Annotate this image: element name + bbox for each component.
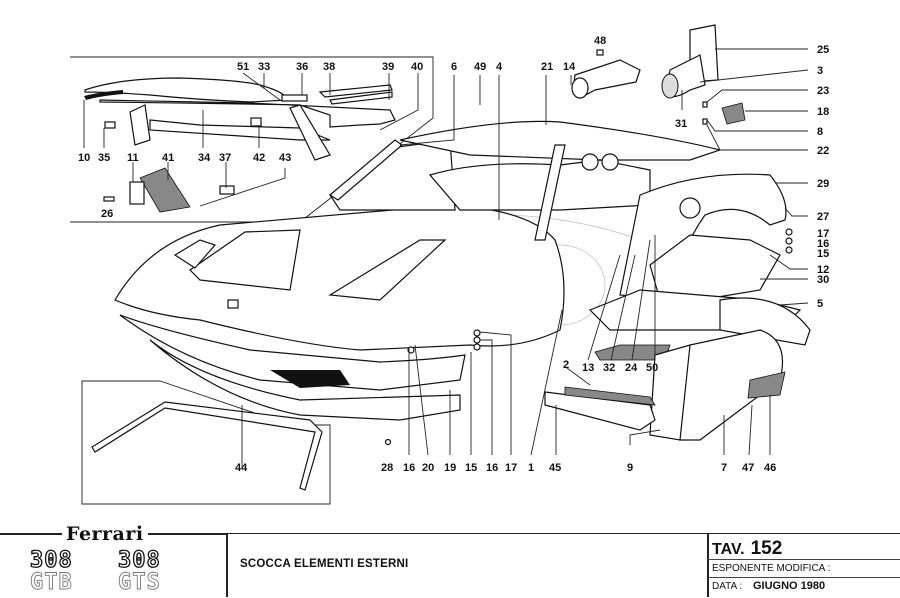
title-block: [0, 533, 900, 598]
divider: [708, 559, 900, 560]
roof-panel-parts: [84, 77, 396, 213]
callout: 51: [237, 61, 249, 73]
callout: 20: [422, 462, 434, 474]
divider: [707, 533, 709, 597]
callout: 15: [817, 248, 829, 260]
model-number-gtb: 308: [29, 548, 73, 573]
callout: 41: [162, 152, 174, 164]
callout: 43: [279, 152, 291, 164]
callout: 11: [127, 152, 139, 164]
callout: 37: [219, 152, 231, 164]
callout: 40: [411, 61, 423, 73]
callout: 44: [235, 462, 248, 474]
callout: 31: [675, 118, 687, 130]
table-number: TAV. 152: [712, 538, 782, 560]
callout: 6: [451, 61, 457, 73]
date-value: GIUGNO 1980: [752, 580, 826, 592]
callout-labels: 51 33 36 38 39 40 10 35 11 41 34 37 42 4…: [78, 35, 829, 474]
callout: 16: [486, 462, 498, 474]
table-label: TAV.: [712, 541, 745, 558]
air-ducts: [571, 24, 746, 125]
fasteners: [384, 49, 793, 446]
callout: 24: [625, 362, 638, 374]
callout: 27: [817, 211, 829, 223]
callout: 49: [474, 61, 486, 73]
date-row: DATA : GIUGNO 1980: [712, 580, 825, 592]
ferrari-logo: Ferrari: [62, 523, 148, 545]
car-body: [114, 120, 811, 421]
callout: 35: [98, 152, 110, 164]
callout: 9: [627, 462, 633, 474]
callout: 48: [594, 35, 606, 47]
callout: 22: [817, 145, 829, 157]
lower-rear-panels: [594, 329, 786, 441]
table-number-value: 152: [750, 538, 783, 559]
callout: 26: [101, 208, 113, 220]
callout: 39: [382, 61, 394, 73]
exploded-body-diagram: 51 33 36 38 39 40 10 35 11 41 34 37 42 4…: [70, 24, 829, 505]
date-label: DATA :: [712, 581, 743, 592]
callout: 16: [403, 462, 415, 474]
callout: 10: [78, 152, 90, 164]
callout: 45: [549, 462, 561, 474]
callout: 46: [764, 462, 776, 474]
model-number-gts: 308: [117, 548, 161, 573]
callout: 32: [603, 362, 615, 374]
callout: 25: [817, 44, 829, 56]
leader-lines: [83, 48, 809, 468]
callout: 17: [817, 228, 829, 240]
revision-label: ESPONENTE MODIFICA :: [712, 563, 831, 574]
callout: 34: [198, 152, 211, 164]
callout: 38: [323, 61, 335, 73]
inset-box-roof-parts: [70, 56, 434, 223]
callout: 15: [465, 462, 477, 474]
sill-panel: [544, 386, 656, 431]
callout: 29: [817, 178, 829, 190]
callout: 2: [563, 359, 569, 371]
callout: 14: [563, 61, 576, 73]
divider: [708, 577, 900, 578]
callout: 47: [742, 462, 754, 474]
callout: 23: [817, 85, 829, 97]
model-variant-gtb: GTB: [30, 570, 73, 595]
callout: 30: [817, 274, 829, 286]
callout: 50: [646, 362, 658, 374]
inset-box-window-seal: [81, 380, 331, 505]
callout: 33: [258, 61, 270, 73]
callout: 12: [817, 264, 829, 276]
sheet-description: SCOCCA ELEMENTI ESTERNI: [240, 558, 409, 570]
model-variant-gts: GTS: [118, 570, 161, 595]
callout: 3: [817, 65, 823, 77]
brand-logo-area: Ferrari 308 GTB 308 GTS: [0, 520, 228, 597]
callout: 19: [444, 462, 456, 474]
callout: 28: [381, 462, 393, 474]
callout: 4: [496, 61, 503, 73]
callout: 7: [721, 462, 727, 474]
callout: 1: [528, 462, 534, 474]
callout: 18: [817, 106, 829, 118]
callout: 13: [582, 362, 594, 374]
divider: [226, 533, 228, 597]
callout: 17: [505, 462, 517, 474]
callout: 42: [253, 152, 265, 164]
callout: 5: [817, 298, 823, 310]
window-seal-part: [91, 401, 323, 491]
callout: 16: [817, 238, 829, 250]
revision-row: ESPONENTE MODIFICA :: [712, 563, 830, 574]
callout: 36: [296, 61, 308, 73]
callout: 21: [541, 61, 553, 73]
callout: 8: [817, 126, 823, 138]
